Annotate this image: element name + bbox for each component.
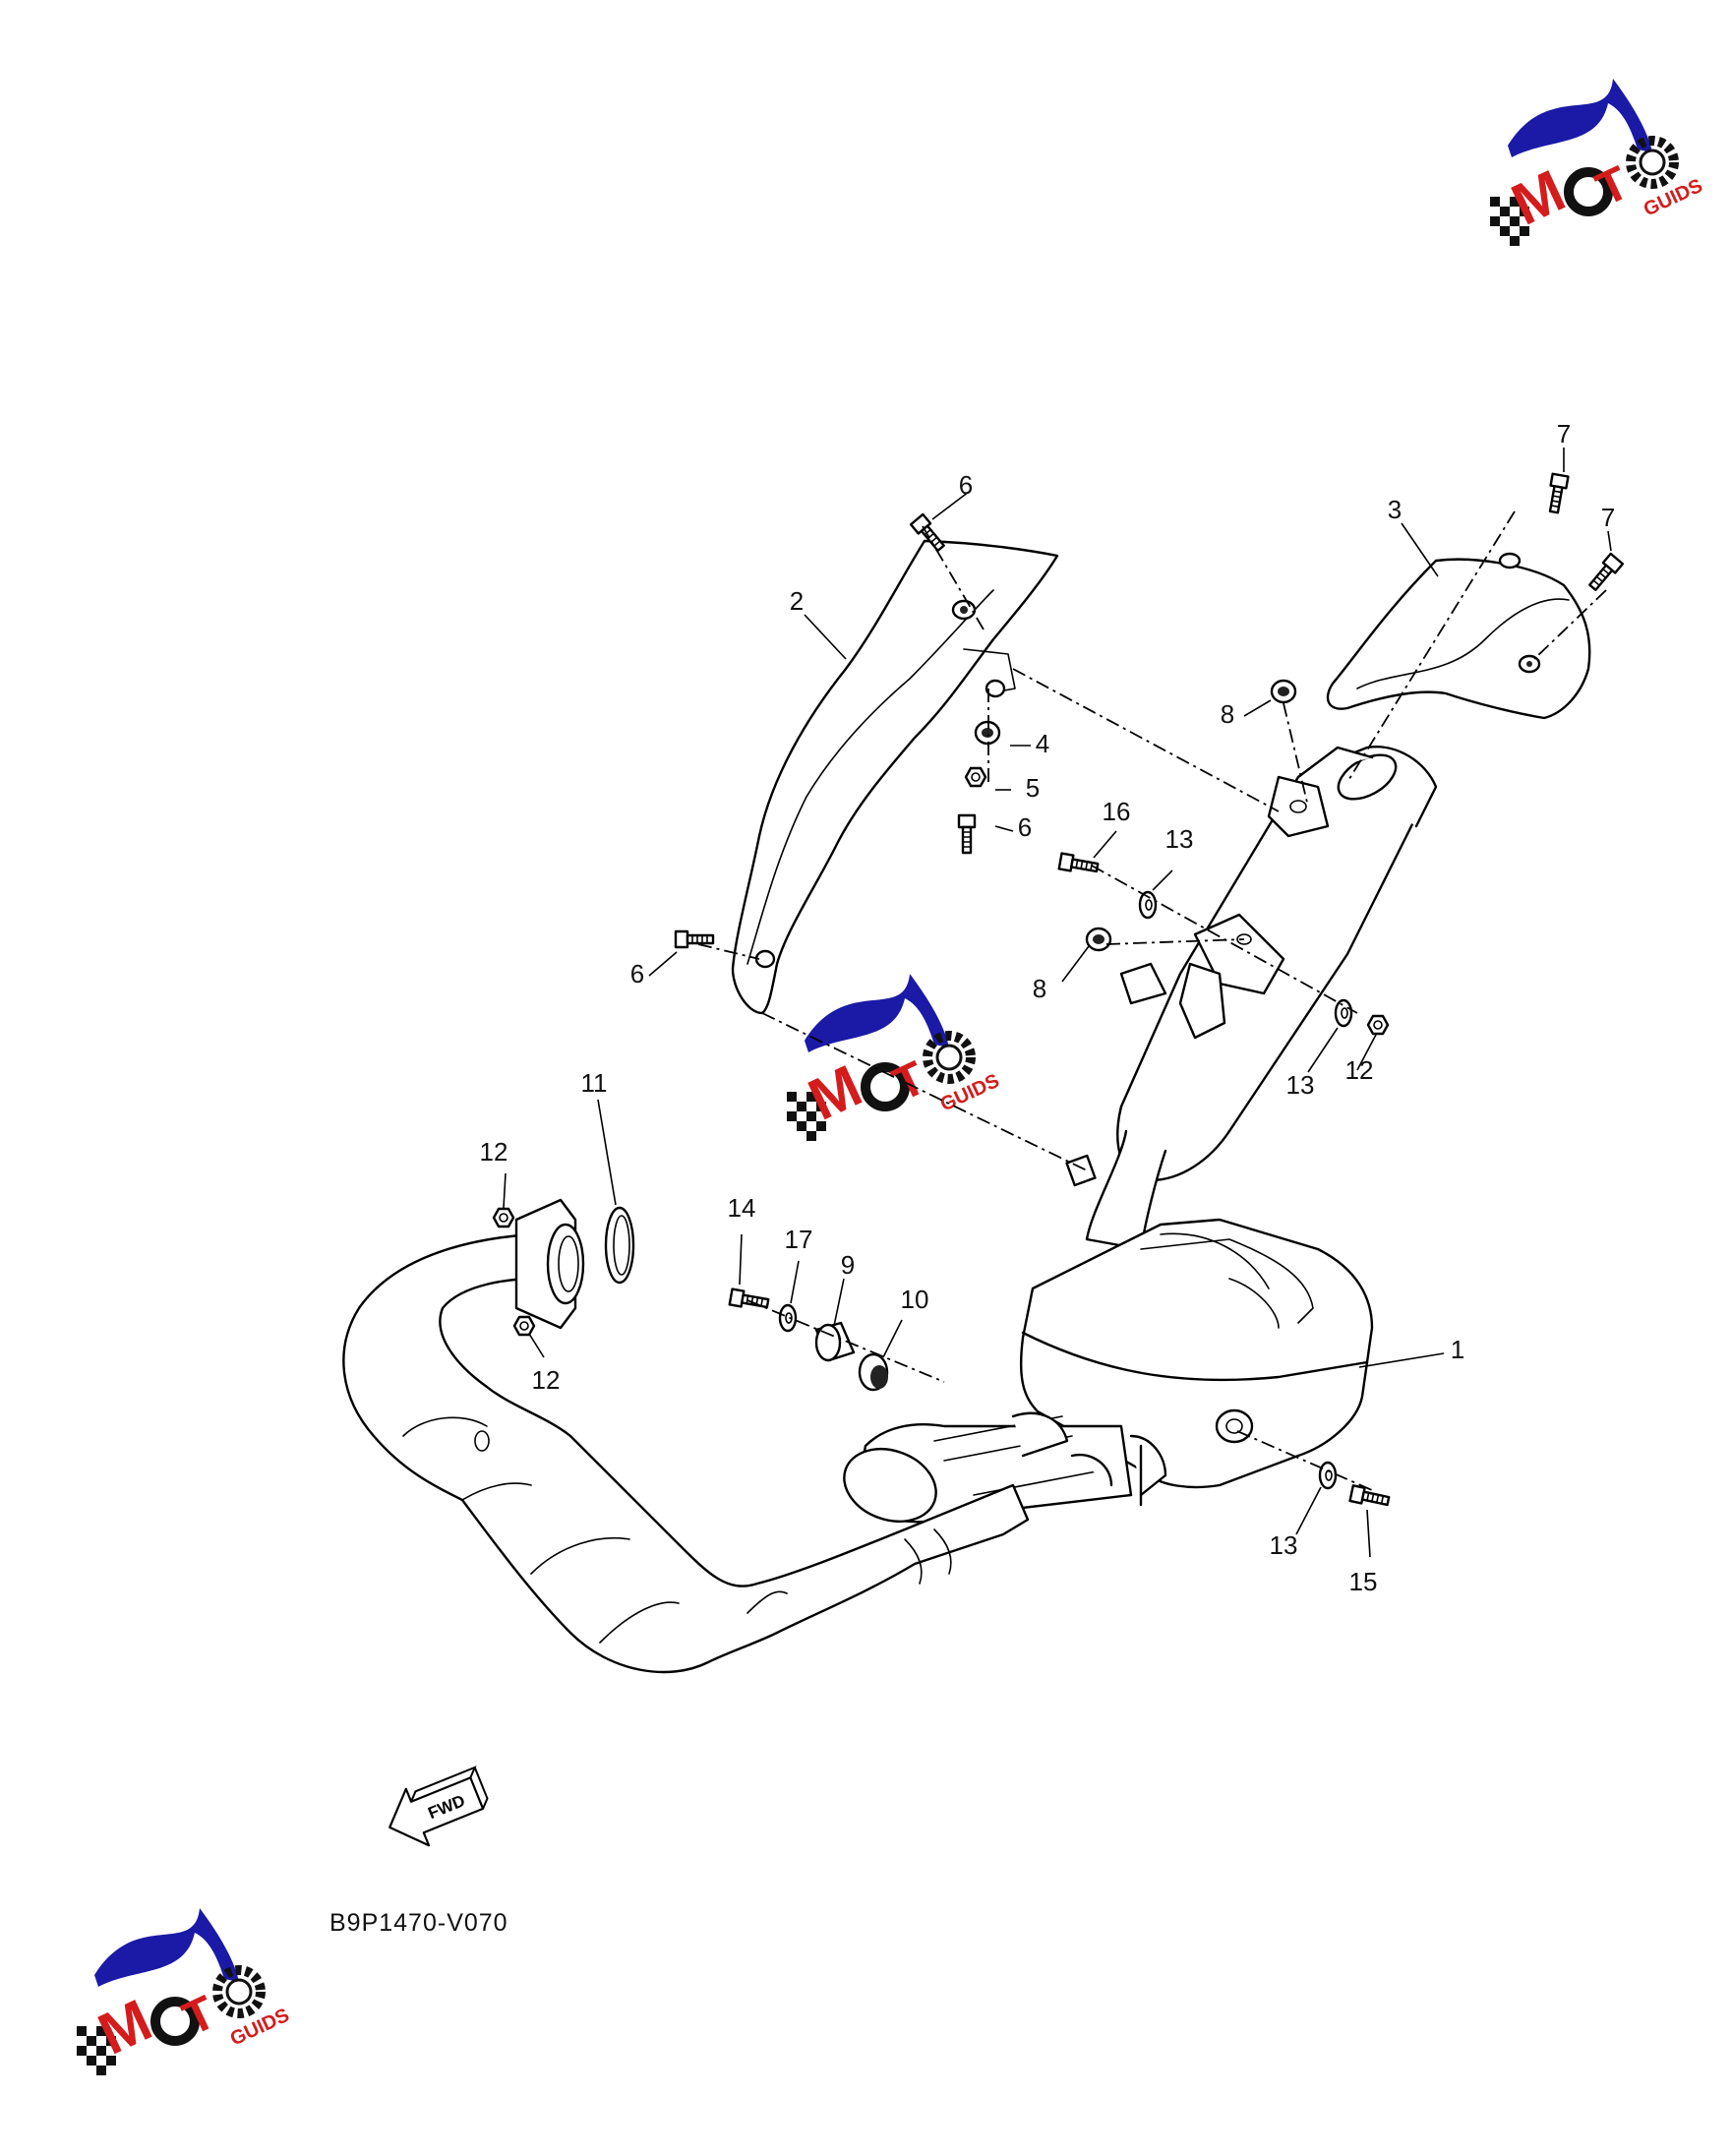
- callout-13: 13: [1165, 824, 1194, 854]
- callout-15: 15: [1349, 1567, 1378, 1596]
- callout-2: 2: [790, 586, 804, 616]
- callout-12: 12: [1345, 1055, 1374, 1085]
- callout-16: 16: [1103, 797, 1131, 826]
- nut-12-bottom-left: [512, 1315, 536, 1337]
- callout-leaders: [503, 448, 1612, 1558]
- callout-3: 3: [1388, 495, 1402, 524]
- logo-top-right: [1490, 79, 1706, 246]
- callout-6: 6: [959, 470, 973, 500]
- heat-shield-rear: [1326, 552, 1591, 720]
- bolt-7-top: [1544, 472, 1570, 515]
- collar-5: [964, 766, 987, 788]
- callout-6: 6: [630, 959, 644, 988]
- washer-17: [778, 1303, 798, 1333]
- callout-7: 7: [1557, 419, 1571, 449]
- logo-bottom-left: [77, 1908, 293, 2075]
- bolt-7-right: [1585, 552, 1625, 594]
- assembly-lines: [697, 510, 1607, 1491]
- bolt-6-left: [674, 929, 715, 949]
- grommet-4: [974, 720, 1001, 746]
- callout-9: 9: [841, 1250, 855, 1280]
- bolt-14: [728, 1288, 771, 1313]
- callout-12: 12: [480, 1137, 508, 1167]
- bolt-6-mid: [957, 813, 977, 855]
- diagram-code: B9P1470-V070: [329, 1909, 508, 1937]
- callout-1: 1: [1451, 1335, 1464, 1364]
- fwd-arrow-icon: FWD: [388, 1766, 489, 1847]
- heat-shield-front: [731, 539, 1059, 1015]
- callout-12: 12: [532, 1365, 561, 1395]
- callout-7: 7: [1601, 503, 1615, 532]
- callout-4: 4: [1036, 729, 1049, 758]
- grommet-8-mid: [1085, 927, 1112, 952]
- nut-12-top-left: [492, 1207, 515, 1228]
- callout-8: 8: [1033, 974, 1046, 1003]
- callout-6: 6: [1018, 812, 1032, 842]
- nut-12-right: [1366, 1014, 1390, 1036]
- callout-13: 13: [1286, 1070, 1315, 1100]
- logo-center-watermark: [787, 974, 1003, 1141]
- damper-10: [858, 1352, 889, 1392]
- gasket-11: [604, 1206, 635, 1285]
- grommet-8-top: [1270, 679, 1297, 704]
- exhaust-header-pipe: [342, 1198, 1030, 1674]
- callout-8: 8: [1221, 699, 1234, 729]
- muffler-body: [843, 1218, 1374, 1524]
- washer-13-right: [1334, 998, 1353, 1028]
- callouts: 1 2 3 4 5 6 6 6 7 7 8 8 9 10 11 12 12 12…: [480, 419, 1616, 1596]
- callout-17: 17: [785, 1225, 813, 1254]
- silencer-upper: [1065, 746, 1438, 1251]
- callout-13: 13: [1270, 1530, 1298, 1560]
- callout-5: 5: [1026, 773, 1040, 803]
- callout-14: 14: [728, 1193, 756, 1223]
- callout-11: 11: [581, 1068, 608, 1098]
- bolt-16: [1057, 852, 1101, 877]
- washer-13-bottom: [1318, 1461, 1338, 1490]
- callout-10: 10: [901, 1285, 929, 1314]
